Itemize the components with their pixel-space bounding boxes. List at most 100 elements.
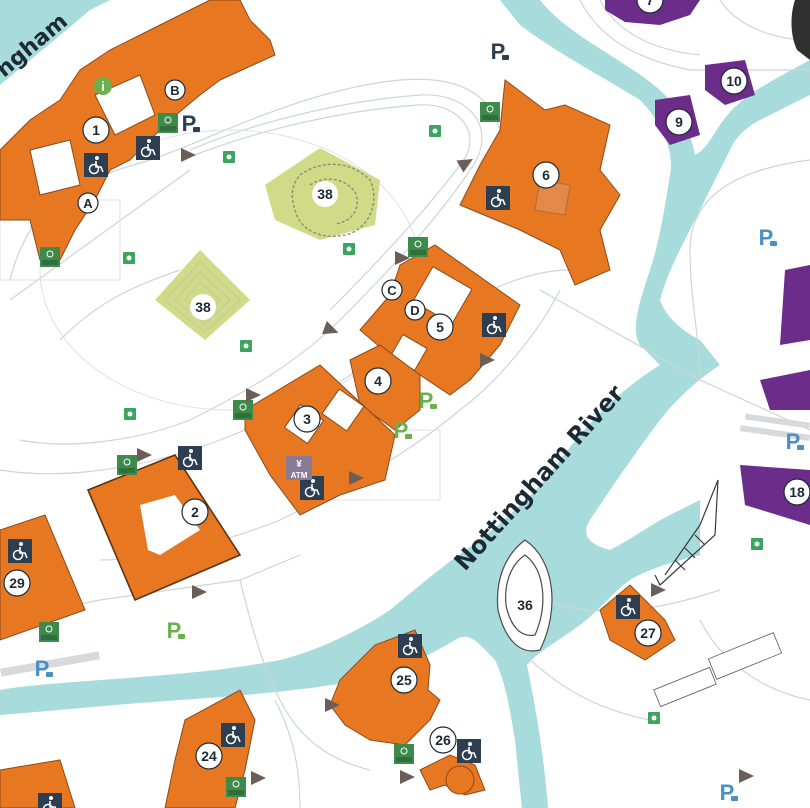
- building-label-1[interactable]: 1: [82, 116, 110, 144]
- accessible-entrance-icon: [39, 622, 59, 642]
- amenity-icon: [343, 243, 355, 255]
- building-number: 3: [303, 411, 311, 427]
- svg-text:P: P: [35, 656, 50, 681]
- parking-icon: P: [491, 39, 509, 64]
- svg-text:ATM: ATM: [291, 471, 308, 480]
- parking-icon: P: [786, 429, 804, 454]
- entrance-arrows: [137, 148, 754, 785]
- svg-text:P: P: [491, 39, 506, 64]
- building-number: 36: [517, 597, 533, 613]
- building-number: 25: [396, 672, 412, 688]
- amenity-icon: [124, 408, 136, 420]
- wheelchair-icon: [8, 539, 32, 563]
- accessible-entrance-icon: [233, 400, 253, 420]
- amenity-icon: [123, 252, 135, 264]
- entrance-arrow: [400, 770, 415, 784]
- building-number: 7: [646, 0, 654, 8]
- building-label-9[interactable]: 9: [665, 108, 693, 136]
- svg-text:P: P: [720, 780, 735, 805]
- building-number: 29: [9, 575, 25, 591]
- parking-icon: P: [182, 111, 200, 136]
- amenity-icon: [429, 125, 441, 137]
- building-bottom-left[interactable]: [0, 759, 76, 808]
- building-label-18[interactable]: 18: [783, 478, 810, 506]
- grey-strips: [0, 413, 810, 677]
- wheelchair-icon: [178, 446, 202, 470]
- entrance-arrow: [325, 698, 340, 712]
- accessible-entrance-badges: [39, 102, 500, 797]
- entrance-arrow: [181, 148, 196, 162]
- entrance-arrow: [322, 321, 339, 335]
- building-label-7[interactable]: 7: [636, 0, 664, 14]
- entrance-letter-d[interactable]: D: [404, 299, 426, 321]
- building-label-38[interactable]: 38: [190, 294, 216, 320]
- wheelchair-icon: [136, 136, 160, 160]
- amenity-icon: [648, 712, 660, 724]
- svg-text:P: P: [419, 388, 434, 413]
- building-label-36[interactable]: 36: [517, 597, 533, 613]
- accessible-entrance-icon: [226, 777, 246, 797]
- building-label-26[interactable]: 26: [429, 726, 457, 754]
- building-label-25[interactable]: 25: [390, 666, 418, 694]
- building-number: 2: [191, 504, 199, 520]
- svg-text:P: P: [786, 429, 801, 454]
- building-label-2[interactable]: 2: [181, 498, 209, 526]
- building-label-6[interactable]: 6: [532, 161, 560, 189]
- accessible-entrance-icon: [117, 455, 137, 475]
- building-label-38[interactable]: 38: [312, 181, 338, 207]
- svg-text:A: A: [83, 196, 93, 211]
- building-label-29[interactable]: 29: [3, 569, 31, 597]
- svg-text:i: i: [101, 79, 105, 94]
- entrance-arrow: [251, 771, 266, 785]
- atm-icon[interactable]: ¥ ATM: [286, 456, 312, 480]
- building-25[interactable]: [329, 629, 441, 746]
- building-number: 38: [317, 186, 333, 202]
- building-label-4[interactable]: 4: [364, 367, 392, 395]
- wheelchair-icon: [616, 595, 640, 619]
- entrance-arrow: [137, 448, 152, 462]
- entrance-letter-a[interactable]: A: [77, 192, 99, 214]
- entrance-letter-c[interactable]: C: [381, 279, 403, 301]
- building-number: 6: [542, 167, 550, 183]
- building-26[interactable]: [419, 754, 486, 796]
- amenity-icon: [751, 538, 763, 550]
- parking-icon: P: [167, 618, 185, 643]
- building-label-3[interactable]: 3: [293, 405, 321, 433]
- entrance-arrow: [192, 585, 207, 599]
- amenity-icon: [223, 151, 235, 163]
- parking-icon: P: [35, 656, 53, 681]
- building-label-27[interactable]: 27: [634, 619, 662, 647]
- entrance-arrow: [395, 251, 410, 265]
- parking-icon: P: [759, 225, 777, 250]
- wheelchair-icon: [221, 723, 245, 747]
- building-2[interactable]: [86, 454, 242, 602]
- accessible-entrance-icon: [480, 102, 500, 122]
- building-number: 1: [92, 122, 100, 138]
- wheelchair-icon: [482, 313, 506, 337]
- building-number: 27: [640, 625, 656, 641]
- svg-text:P: P: [167, 618, 182, 643]
- info-icon[interactable]: i: [94, 77, 112, 95]
- accessible-entrance-icon: [394, 744, 414, 764]
- green-feature-icons: [123, 125, 763, 724]
- entrance-arrow: [480, 353, 495, 367]
- building-labels: 1 2 3 4 5 6 7 9 10 18 24 25 26 27 29 36 38 38: [3, 0, 810, 770]
- entrance-letter-b[interactable]: B: [164, 79, 186, 101]
- building-label-5[interactable]: 5: [426, 313, 454, 341]
- bridge-structure: [654, 479, 719, 586]
- building-number: 10: [726, 73, 742, 89]
- wheelchair-icon: [486, 186, 510, 210]
- accessible-entrance-icon: [40, 247, 60, 267]
- building-36-structure[interactable]: [496, 539, 553, 652]
- building-label-24[interactable]: 24: [195, 742, 223, 770]
- accessible-entrance-icon: [158, 113, 178, 133]
- entrance-arrow: [456, 159, 473, 173]
- wheelchair-icon: [398, 634, 422, 658]
- entrance-arrow: [651, 583, 666, 597]
- svg-text:P: P: [394, 418, 409, 443]
- bike-racks: [653, 632, 783, 708]
- building-label-10[interactable]: 10: [720, 67, 748, 95]
